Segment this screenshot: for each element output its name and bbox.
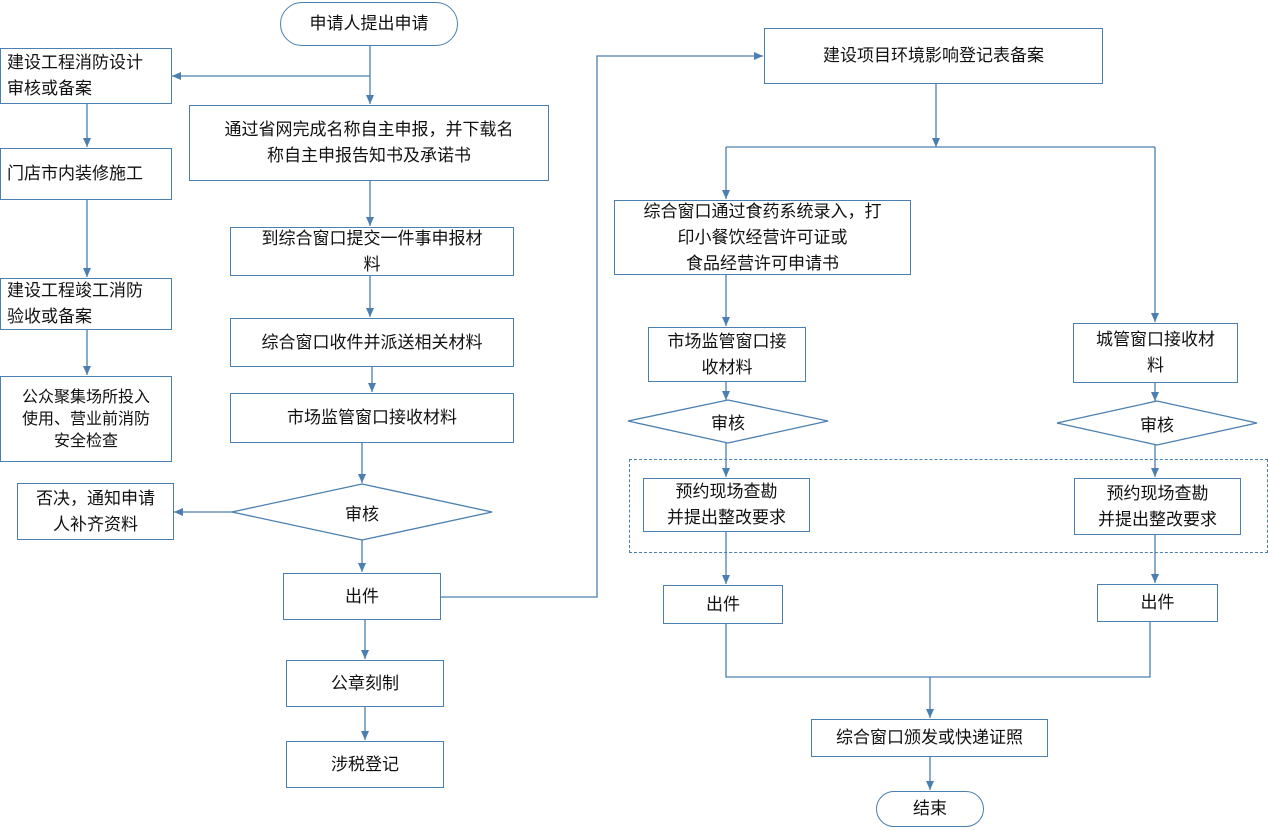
tax-box: 涉税登记 (286, 741, 444, 788)
issue-market-box: 出件 (663, 585, 783, 624)
market-receive-box: 市场监管窗口接收材料 (230, 393, 514, 443)
food-system-box: 综合窗口通过食药系统录入，打 印小餐饮经营许可证或 食品经营许可申请书 (614, 200, 911, 275)
start-node: 申请人提出申请 (280, 2, 458, 46)
window-receive-box: 综合窗口收件并派送相关材料 (230, 318, 514, 367)
fire-design-box: 建设工程消防设计 审核或备案 (0, 48, 172, 104)
license-issue-box: 综合窗口颁发或快递证照 (811, 719, 1048, 757)
inspect-urban-box: 预约现场查勘 并提出整改要求 (1074, 478, 1241, 535)
review-market-diamond: 审核 (711, 414, 745, 434)
inspect-market-box: 预约现场查勘 并提出整改要求 (643, 478, 810, 532)
submit-materials-box: 到综合窗口提交一件事申报材 料 (230, 227, 514, 276)
store-decor-box: 门店市内装修施工 (0, 148, 172, 200)
end-node: 结束 (876, 791, 984, 827)
urban-receive-box: 城管窗口接收材 料 (1073, 323, 1238, 383)
review-main-diamond: 审核 (345, 504, 379, 525)
reject-box: 否决，通知申请 人补齐资料 (17, 483, 174, 540)
name-declare-box: 通过省网完成名称自主申报，并下载名 称自主申报告知书及承诺书 (189, 105, 549, 181)
seal-box: 公章刻制 (286, 660, 444, 707)
public-check-box: 公众聚集场所投入 使用、营业前消防 安全检查 (0, 376, 172, 462)
issue-main-box: 出件 (283, 573, 441, 620)
market-receive2-box: 市场监管窗口接 收材料 (648, 327, 806, 382)
env-register-box: 建设项目环境影响登记表备案 (764, 28, 1103, 84)
fire-accept-box: 建设工程竣工消防 验收或备案 (0, 278, 172, 330)
review-urban-diamond: 审核 (1140, 415, 1174, 436)
issue-urban-box: 出件 (1097, 584, 1218, 622)
